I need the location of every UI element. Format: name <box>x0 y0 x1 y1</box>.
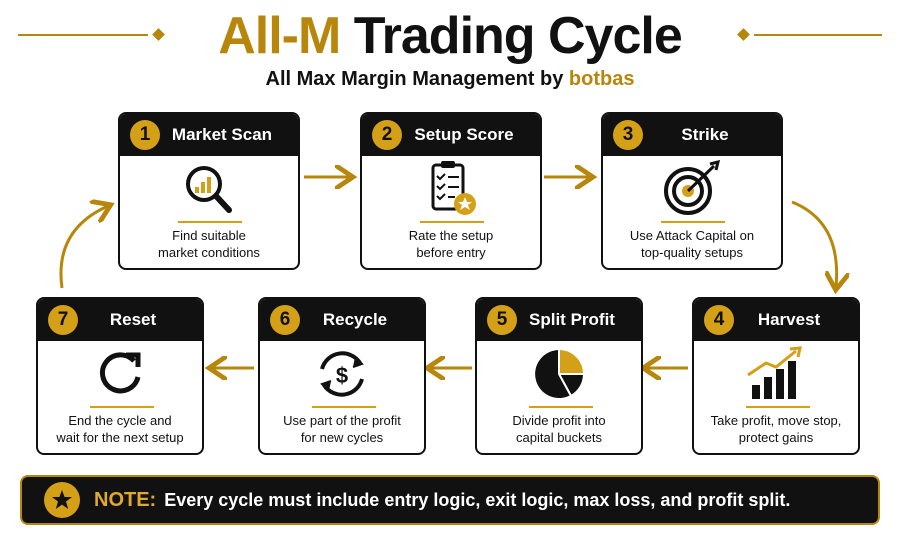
step-number-badge: 3 <box>613 120 643 150</box>
step-description: Use part of the profit for new cycles <box>264 412 420 446</box>
step-card-split-profit: 5 Split Profit Divide profit into capita… <box>475 297 643 455</box>
step-header: 7 Reset <box>38 299 202 341</box>
step-description: Use Attack Capital on top-quality setups <box>607 227 777 261</box>
step-desc-line1: End the cycle and <box>68 413 172 428</box>
step-desc-line2: market conditions <box>158 245 260 260</box>
step-title: Market Scan <box>171 125 273 144</box>
step-header: 2 Setup Score <box>362 114 540 156</box>
arrow-3-to-4 <box>791 200 837 287</box>
step-description: Find suitable market conditions <box>124 227 294 261</box>
subtitle-brand: botbas <box>568 68 635 90</box>
step-title: Setup Score <box>414 125 514 144</box>
title-divider-right <box>754 34 882 36</box>
step-desc-line2: capital buckets <box>516 430 602 445</box>
step-divider <box>420 221 484 223</box>
step-card-market-scan: 1 Market Scan Find suitable market condi… <box>118 112 300 270</box>
star-icon <box>44 482 80 518</box>
step-divider <box>746 406 810 408</box>
step-header: 5 Split Profit <box>477 299 641 341</box>
step-title: Split Profit <box>529 310 615 329</box>
step-title: Recycle <box>322 310 388 329</box>
step-desc-line1: Divide profit into <box>512 413 606 428</box>
step-desc-line2: wait for the next setup <box>56 430 184 445</box>
magnifier-chart-icon <box>120 160 298 218</box>
step-number-badge: 4 <box>704 305 734 335</box>
arrow-7-to-1 <box>59 206 108 289</box>
step-header: 6 Recycle <box>260 299 424 341</box>
note-label: NOTE: <box>94 488 157 511</box>
step-divider <box>661 221 725 223</box>
dollar-recycle-icon: $ <box>260 345 424 403</box>
title-divider-left <box>18 34 148 36</box>
step-desc-line1: Find suitable <box>172 228 246 243</box>
checklist-star-icon <box>362 160 540 218</box>
title-rest: Trading Cycle <box>340 7 683 65</box>
step-desc-line2: before entry <box>416 245 486 260</box>
step-title: Harvest <box>757 310 821 329</box>
step-desc-line2: protect gains <box>738 430 814 445</box>
step-card-setup-score: 2 Setup Score Rate the setup before entr… <box>360 112 542 270</box>
step-description: Divide profit into capital buckets <box>481 412 637 446</box>
target-arrow-icon <box>603 160 781 218</box>
title-accent: All-M <box>218 7 341 65</box>
step-number-badge: 7 <box>48 305 78 335</box>
step-divider <box>529 406 593 408</box>
step-number-badge: 2 <box>372 120 402 150</box>
note-text: Every cycle must include entry logic, ex… <box>164 489 791 510</box>
step-desc-line2: top-quality setups <box>641 245 743 260</box>
step-description: End the cycle and wait for the next setu… <box>42 412 198 446</box>
page-title: All-M Trading Cycle <box>0 4 900 68</box>
step-description: Take profit, move stop, protect gains <box>698 412 854 446</box>
page-subtitle: All Max Margin Management by botbas <box>0 68 900 91</box>
step-number-badge: 5 <box>487 305 517 335</box>
svg-text:$: $ <box>336 363 348 388</box>
step-desc-line1: Rate the setup <box>408 228 494 243</box>
step-header: 3 Strike <box>603 114 781 156</box>
refresh-icon <box>38 345 202 403</box>
pie-chart-icon <box>477 345 641 403</box>
step-number-badge: 1 <box>130 120 160 150</box>
step-title: Strike <box>681 125 729 144</box>
step-card-recycle: 6 Recycle $ Use part of the profit for n… <box>258 297 426 455</box>
step-number-badge: 6 <box>270 305 300 335</box>
step-card-strike: 3 Strike Use Attack Capital on top-quali… <box>601 112 783 270</box>
note-banner: NOTE: Every cycle must include entry log… <box>20 475 880 525</box>
step-divider <box>178 221 242 223</box>
subtitle-prefix: All Max Margin Management by <box>265 68 569 90</box>
growth-chart-icon <box>694 345 858 403</box>
step-header: 1 Market Scan <box>120 114 298 156</box>
step-desc-line1: Use Attack Capital on <box>629 228 755 243</box>
step-divider <box>312 406 376 408</box>
step-card-reset: 7 Reset End the cycle and wait for the n… <box>36 297 204 455</box>
step-divider <box>90 406 154 408</box>
step-desc-line2: for new cycles <box>300 430 384 445</box>
step-title: Reset <box>109 310 157 329</box>
step-desc-line1: Use part of the profit <box>283 413 401 428</box>
step-card-harvest: 4 Harvest Take profit, move stop, protec… <box>692 297 860 455</box>
step-desc-line1: Take profit, move stop, <box>710 413 842 428</box>
step-header: 4 Harvest <box>694 299 858 341</box>
step-description: Rate the setup before entry <box>366 227 536 261</box>
